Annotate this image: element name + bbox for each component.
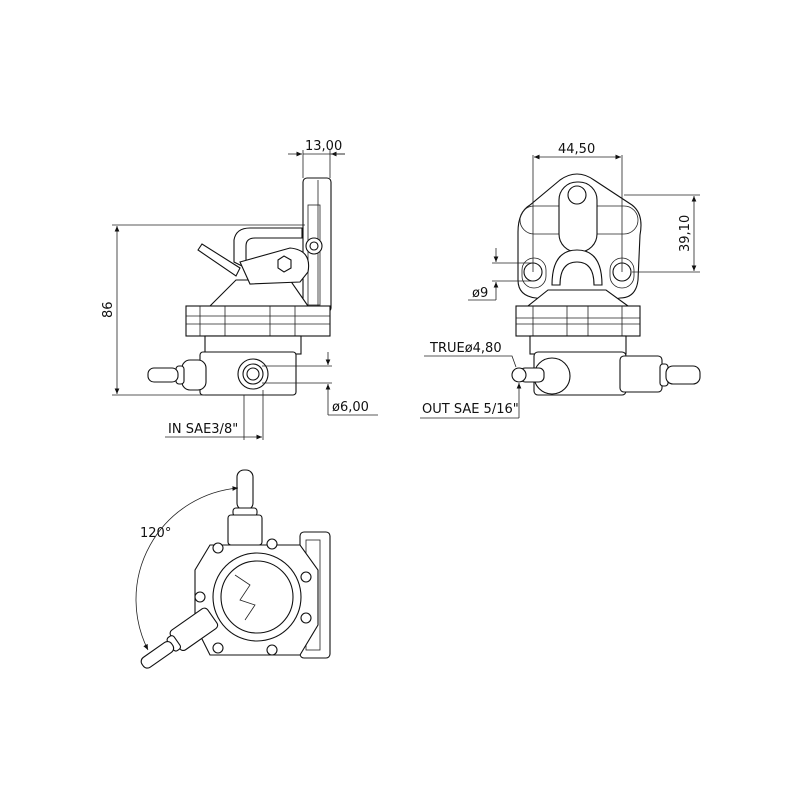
outlet-dia-label: TRUEø4,80 [429, 341, 502, 356]
dim-height-86: 86 [101, 301, 116, 318]
front-view: 44,50 39,10 ø9 TRUEø4,80 OUT SAE 5/16" [420, 142, 701, 419]
side-view: 86 13,00 ø6,00 IN SAE3/8" [101, 139, 378, 440]
dim-bracket-13: 13,00 [305, 139, 342, 154]
dim-angle-120: 120° [140, 526, 171, 541]
dim-hole-dia: ø9 [472, 286, 488, 301]
outlet-tube [140, 641, 175, 669]
inlet-tube [665, 365, 701, 385]
dim-inlet-hole: ø6,00 [332, 400, 369, 415]
inlet-label: IN SAE3/8" [168, 422, 238, 437]
outlet-tube [147, 367, 179, 383]
outlet-port [511, 367, 527, 383]
diaphragm-flange [515, 305, 641, 337]
dim-hole-spacing: 44,50 [558, 142, 595, 157]
top-view: 120° [135, 469, 331, 669]
hex-nut [277, 255, 292, 273]
dim-height-39: 39,10 [678, 215, 693, 252]
priming-lever [233, 227, 303, 269]
mounting-hole-top [567, 185, 587, 205]
inlet-tube [236, 469, 254, 511]
diaphragm-flange [185, 305, 331, 337]
outlet-label: OUT SAE 5/16" [422, 402, 519, 417]
